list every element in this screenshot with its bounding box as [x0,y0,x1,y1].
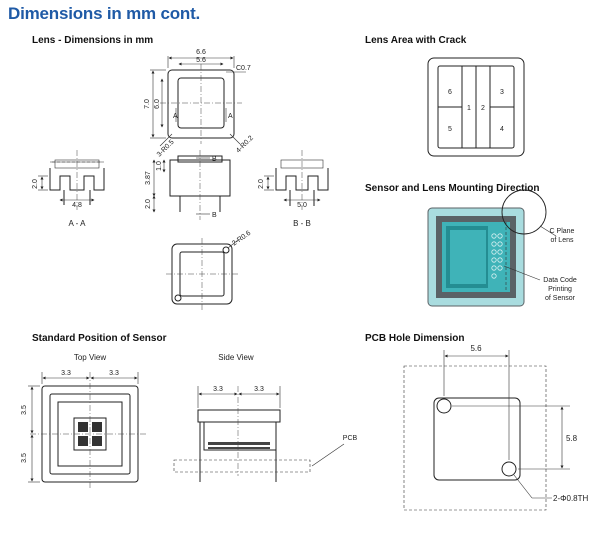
label-b-b: B - B [293,219,311,228]
crack-zone-4: 4 [500,126,504,133]
dim-top-3-5-a: 3.5 [21,405,28,415]
dim-top-3-5-b: 3.5 [21,453,28,463]
section-title-standard-position: Standard Position of Sensor [32,333,167,344]
section-a-left: A [173,113,178,120]
section-b-bottom: B [212,212,217,219]
dim-5-0: 5.0 [297,202,307,209]
section-title-mounting: Sensor and Lens Mounting Direction [365,183,539,194]
label-c-plane-line1: C Plane [550,228,575,235]
dim-4-8: 4.8 [72,202,82,209]
data-code-marks [491,233,503,279]
dim-2-0-left: 2.0 [32,179,39,189]
dim-2-0-right: 2.0 [258,179,265,189]
dim-top-3-3-b: 3.3 [109,370,119,377]
crack-zone-3: 3 [500,89,504,96]
section-b-b-view: 2.0 5.0 B - B [258,150,329,228]
dim-4-r0-2: 4-R0.2 [235,135,255,155]
dim-3-87: 3.87 [145,171,152,185]
standard-side-view: Side View 3.3 3.3 PCB [173,353,358,482]
lens-crack-view: 1 2 3 4 5 6 [427,57,525,157]
dim-1-0: 1.0 [156,161,163,171]
section-a-a-view: 2.0 4.8 A - A [32,150,105,228]
pcb-hole-view: 5.6 5.8 2-Φ0.8TH [403,344,589,511]
dim-6-6: 6.6 [196,49,206,56]
crack-zone-6: 6 [448,89,452,96]
crack-zone-2: 2 [481,105,485,112]
crack-zone-5: 5 [448,126,452,133]
crack-zone-1: 1 [467,105,471,112]
dim-side-3-3-b: 3.3 [254,386,264,393]
dim-7-0: 7.0 [144,99,151,109]
label-c-plane-line2: of Lens [551,237,574,244]
page-title: Dimensions in mm cont. [8,4,201,23]
mounting-view: C Plane of Lens Data Code Printing of Se… [427,189,577,307]
dim-2-0-mid: 2.0 [145,199,152,209]
label-pcb: PCB [343,435,358,442]
section-title-lens-dimensions: Lens - Dimensions in mm [32,35,153,46]
dim-top-3-3-a: 3.3 [61,370,71,377]
label-side-view: Side View [218,353,254,362]
dim-pcb-5-8: 5.8 [566,434,578,443]
lens-side-view: B B 1.0 3.87 2.0 [145,150,231,220]
label-data-code-line3: of Sensor [545,295,576,302]
dim-side-3-3-a: 3.3 [213,386,223,393]
dim-pcb-5-6: 5.6 [470,344,482,353]
label-a-a: A - A [69,219,87,228]
section-b-top: B [212,156,217,163]
section-a-right: A [228,113,233,120]
dim-3-r0-5: 3-R0.5 [156,139,176,159]
label-data-code-line2: Printing [548,286,572,293]
section-title-lens-crack: Lens Area with Crack [365,35,467,46]
label-top-view: Top View [74,353,107,362]
dim-6-0: 6.0 [154,99,161,109]
dim-chamfer: C0.7 [236,65,251,72]
lens-bottom-view: 2-R0.6 [166,230,252,310]
label-pcb-holes: 2-Φ0.8TH [553,494,589,503]
lens-top-view: 6.6 5.6 7.0 6.0 C0.7 A A 3-R0.5 4-R0.2 [144,49,255,158]
label-data-code-line1: Data Code [543,277,577,284]
dim-5-6: 5.6 [196,57,206,64]
standard-top-view: Top View 3.3 3.3 3.5 3.5 [21,353,146,490]
dim-2-r0-6: 2-R0.6 [231,230,252,248]
section-title-pcb-hole: PCB Hole Dimension [365,333,464,344]
